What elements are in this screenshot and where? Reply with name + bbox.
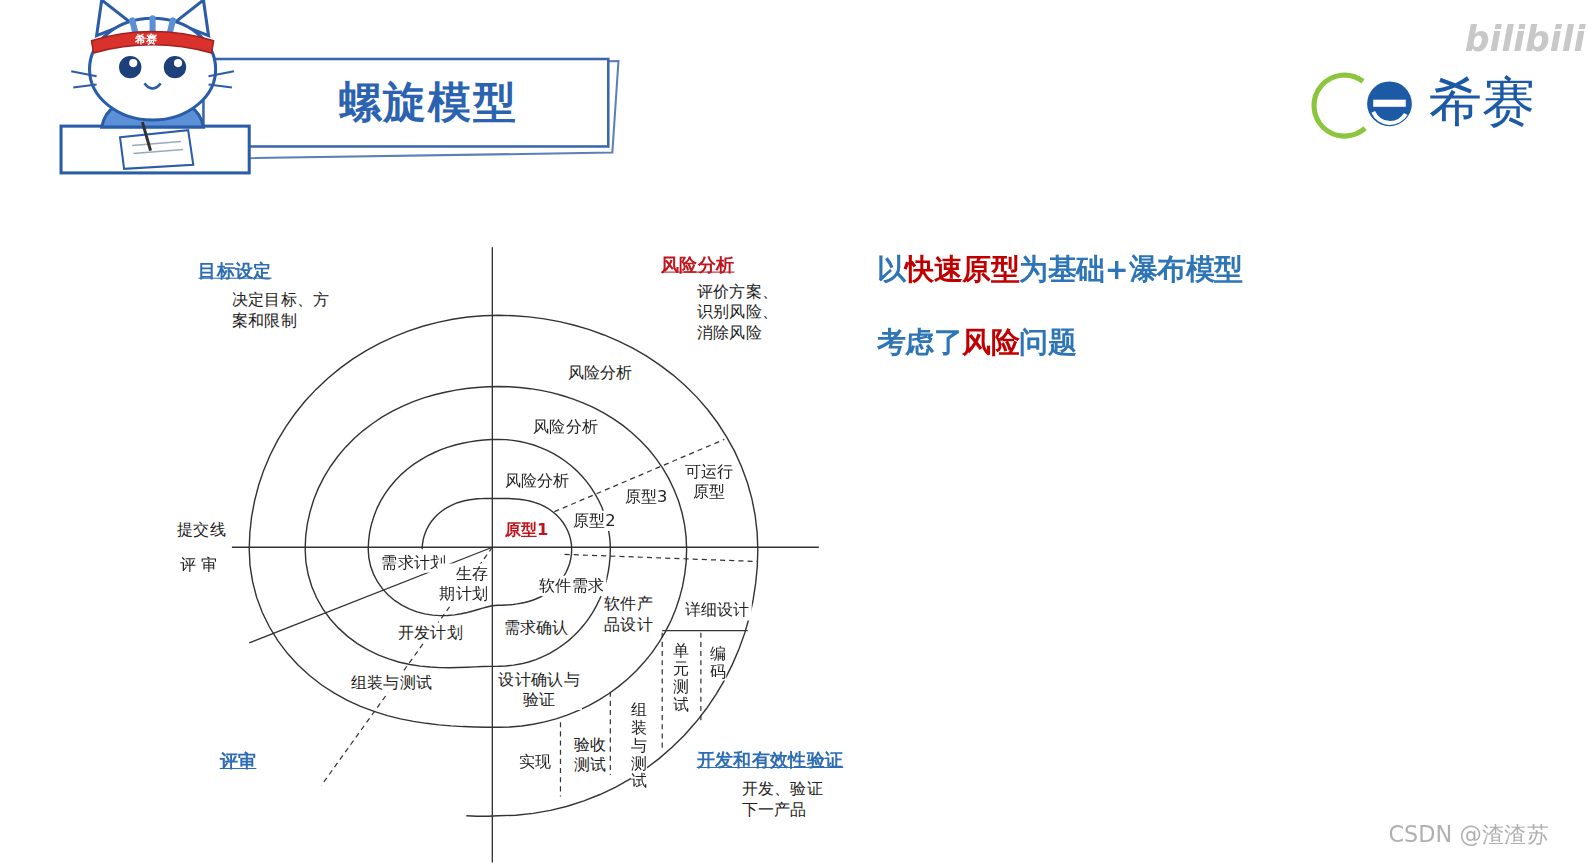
- note-text: 以: [877, 252, 905, 287]
- logo-icon: [1314, 75, 1412, 136]
- dashed-divider: [321, 547, 492, 785]
- phase-label: 详细设计: [683, 600, 752, 620]
- watermark: bilibili: [1465, 18, 1586, 59]
- note-text: 问题: [1019, 326, 1076, 361]
- dashed-divider: [700, 633, 701, 720]
- spiral-curve: [249, 315, 758, 816]
- brand-logo: 希赛: [1429, 71, 1535, 132]
- note-text: 快速原型: [905, 252, 1019, 287]
- headband-text: 希赛: [135, 33, 157, 46]
- phase-label: 需求确认: [501, 617, 570, 637]
- prototype-label: 可运行原型: [683, 462, 736, 503]
- phase-label: 软件产品设计: [602, 594, 655, 635]
- review-line: [249, 547, 492, 643]
- phase-label: 风险分析: [531, 417, 600, 437]
- dashed-divider: [610, 692, 611, 775]
- phase-line: [662, 630, 747, 631]
- cat-mascot: [61, 0, 249, 173]
- prototype-label: 原型2: [571, 511, 618, 531]
- prototype-label: 原型3: [623, 487, 670, 507]
- phase-label: 组装与测试: [349, 672, 434, 692]
- dashed-divider: [560, 722, 561, 796]
- slide-title: 螺旋模型: [339, 77, 518, 128]
- prototype-label: 原型1: [502, 520, 550, 540]
- phase-label: 风险分析: [566, 363, 635, 383]
- phase-label: 开发计划: [396, 623, 465, 643]
- phase-label: 编码: [710, 645, 726, 681]
- phase-label: 软件需求: [537, 576, 606, 596]
- axis-label: 评 审: [178, 554, 220, 574]
- quadrant-heading: 风险分析: [659, 254, 736, 274]
- quadrant-note: 开发、验证下一产品: [740, 779, 825, 820]
- phase-label: 组装与测试: [631, 701, 647, 790]
- phase-label: 生存期计划: [437, 564, 490, 605]
- axis-label: 提交线: [175, 520, 228, 540]
- phase-label: 实现: [517, 752, 554, 772]
- note-text: 考虑了: [877, 326, 962, 361]
- phase-label: 单元测试: [673, 642, 689, 714]
- axis-vertical: [492, 247, 493, 862]
- dashed-divider: [662, 633, 663, 751]
- note-text: 为基础+瀑布模型: [1019, 252, 1242, 287]
- quadrant-heading: 评审: [218, 751, 259, 771]
- quadrant-note: 评价方案、识别风险、消除风险: [695, 282, 780, 343]
- quadrant-heading: 目标设定: [196, 260, 273, 280]
- quadrant-note: 决定目标、方案和限制: [230, 290, 332, 331]
- phase-label: 验收测试: [572, 734, 609, 775]
- phase-label: 风险分析: [502, 471, 571, 491]
- axis-horizontal: [232, 547, 819, 548]
- watermark: CSDN @渣渣苏: [1388, 822, 1548, 848]
- phase-label: 设计确认与验证: [496, 669, 581, 710]
- title-banner: [203, 59, 608, 146]
- quadrant-heading: 开发和有效性验证: [695, 750, 846, 770]
- dashed-divider: [565, 554, 758, 561]
- note-text: 风险: [962, 326, 1019, 361]
